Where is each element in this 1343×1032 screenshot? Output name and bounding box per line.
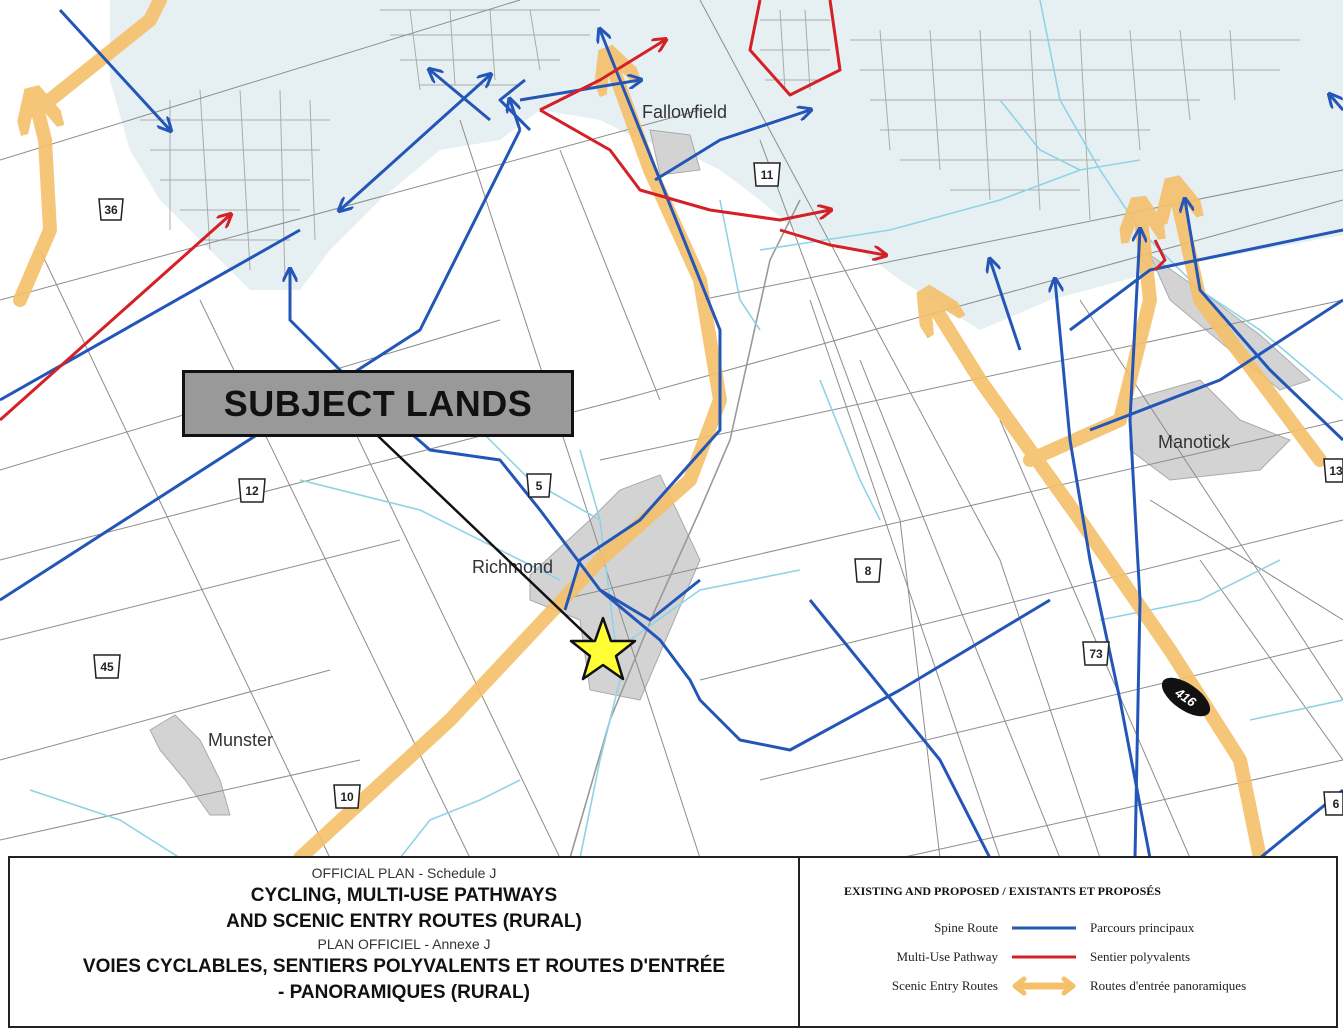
multi-use-pathway-swatch-icon <box>1012 955 1076 958</box>
subject-lands-callout: SUBJECT LANDS <box>182 370 574 437</box>
title-line-1: OFFICIAL PLAN - Schedule J <box>311 865 497 881</box>
road-shield-10: 10 <box>333 784 361 809</box>
road-shield-45: 45 <box>93 654 121 679</box>
legend-heading: EXISTING AND PROPOSED / EXISTANTS ET PRO… <box>844 884 1161 898</box>
legend-label-en: Spine Route <box>934 919 998 935</box>
spine-route-swatch-icon <box>1012 926 1076 929</box>
svg-text:13: 13 <box>1329 464 1343 478</box>
svg-text:11: 11 <box>761 168 774 182</box>
svg-text:12: 12 <box>245 484 259 498</box>
svg-text:45: 45 <box>100 660 114 674</box>
title-panel: OFFICIAL PLAN - Schedule J CYCLING, MULT… <box>10 858 800 1026</box>
road-shield-73: 73 <box>1082 641 1110 666</box>
subject-lands-label: SUBJECT LANDS <box>223 382 533 424</box>
legend-row-pathway: Multi-Use Pathway Sentier polyvalents <box>844 942 1336 971</box>
place-label-richmond: Richmond <box>472 557 553 577</box>
svg-text:6: 6 <box>1333 797 1340 811</box>
scenic-entry-routes <box>13 0 1327 858</box>
road-shield-12: 12 <box>238 478 266 503</box>
svg-text:73: 73 <box>1089 647 1103 661</box>
legend-row-scenic: Scenic Entry Routes Routes d'entrée pano… <box>844 971 1336 1000</box>
road-shield-8: 8 <box>854 558 882 583</box>
title-line-6: - PANORAMIQUES (RURAL) <box>278 982 530 1003</box>
map-canvas[interactable]: Fallowfield Richmond Manotick Munster 36… <box>0 0 1343 858</box>
road-shield-5: 5 <box>526 473 552 498</box>
title-block: OFFICIAL PLAN - Schedule J CYCLING, MULT… <box>8 856 1338 1028</box>
legend-label-fr: Routes d'entrée panoramiques <box>1090 977 1247 993</box>
title-line-4: PLAN OFFICIEL - Annexe J <box>317 936 491 952</box>
scenic-entry-route-swatch-icon <box>1012 976 1076 995</box>
place-label-munster: Munster <box>208 730 273 750</box>
legend-row-spine: Spine Route Parcours principaux <box>844 913 1336 942</box>
callout-leader-line <box>377 435 599 647</box>
place-label-fallowfield: Fallowfield <box>642 102 727 122</box>
watercourses <box>29 0 1343 858</box>
road-shield-36: 36 <box>98 198 124 221</box>
road-shield-11: 11 <box>753 162 781 187</box>
road-shield-6: 6 <box>1323 791 1343 816</box>
place-label-manotick: Manotick <box>1158 432 1231 452</box>
legend-label-fr: Parcours principaux <box>1090 919 1195 935</box>
legend-label-fr: Sentier polyvalents <box>1090 948 1191 964</box>
legend-label-en: Multi-Use Pathway <box>896 948 998 964</box>
svg-text:5: 5 <box>536 479 543 493</box>
svg-text:36: 36 <box>104 203 118 217</box>
road-shield-13: 13 <box>1323 458 1343 483</box>
road-grid <box>0 0 1343 858</box>
subject-lands-star-icon <box>569 616 637 681</box>
svg-text:8: 8 <box>865 564 872 578</box>
svg-text:10: 10 <box>340 790 354 804</box>
legend-label-en: Scenic Entry Routes <box>891 977 998 993</box>
legend-panel: EXISTING AND PROPOSED / EXISTANTS ET PRO… <box>800 858 1336 1026</box>
title-line-5: VOIES CYCLABLES, SENTIERS POLYVALENTS ET… <box>82 956 726 977</box>
spine-routes <box>0 8 1343 858</box>
multi-use-pathways <box>0 0 1167 422</box>
title-line-2: CYCLING, MULTI-USE PATHWAYS <box>250 885 558 906</box>
title-line-3: AND SCENIC ENTRY ROUTES (RURAL) <box>226 911 582 932</box>
highway-shield-416: 416 <box>1161 677 1211 717</box>
